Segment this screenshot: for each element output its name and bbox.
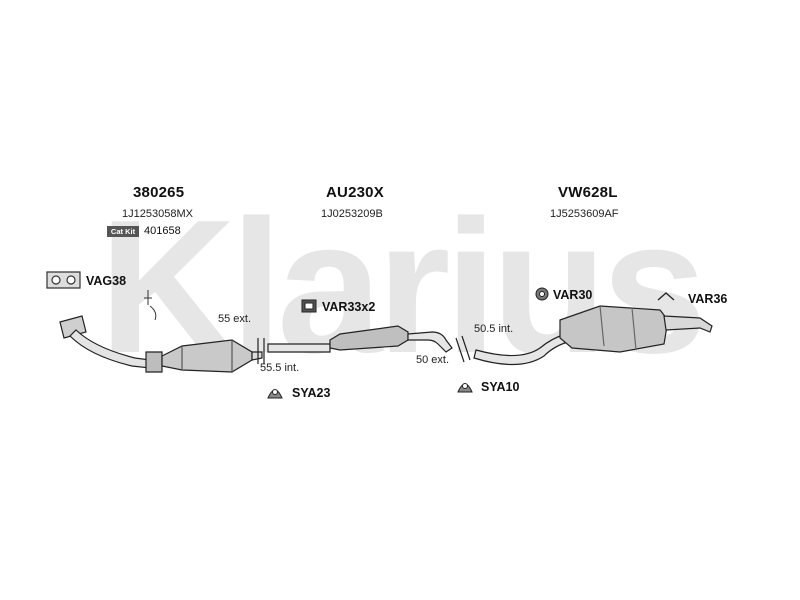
part-number-3: VW628L [558,184,618,201]
clamp-icon [301,299,317,313]
rear-silencer [473,305,713,366]
oem-ref-2: 1J0253209B [321,208,383,220]
oem-ref-3: 1J5253609AF [550,208,619,220]
mounting-ring-icon [267,389,283,399]
connection-1-ext: 55 ext. [218,313,252,325]
joint-1 [257,338,265,364]
fitting-sya23: SYA23 [292,386,331,400]
joint-2 [455,335,471,363]
hanger-icon [657,292,675,301]
rubber-mount-icon [535,287,549,301]
connection-2-ext: 50 ext. [416,354,450,366]
connection-2-int: 50.5 int. [474,323,514,335]
middle-silencer [267,325,453,353]
gasket-icon [46,271,81,289]
part-number-2: AU230X [326,184,384,201]
fitting-var33x2: VAR33x2 [322,300,376,314]
sensor-icon [144,290,157,321]
fitting-vag38: VAG38 [86,274,127,288]
oem-ref-1: 1J1253058MX [122,208,193,220]
connection-1-int: 55.5 int. [260,362,300,374]
front-pipe [59,315,163,373]
fitting-sya10: SYA10 [481,380,520,394]
mounting-ring-icon-2 [457,383,473,393]
catalytic-converter [161,339,263,373]
fitting-var36: VAR36 [688,292,728,306]
part-number-1: 380265 [133,184,185,201]
cat-kit-value: 401658 [144,225,181,237]
cat-kit-badge: Cat Kit [107,226,139,237]
fitting-var30: VAR30 [553,288,593,302]
